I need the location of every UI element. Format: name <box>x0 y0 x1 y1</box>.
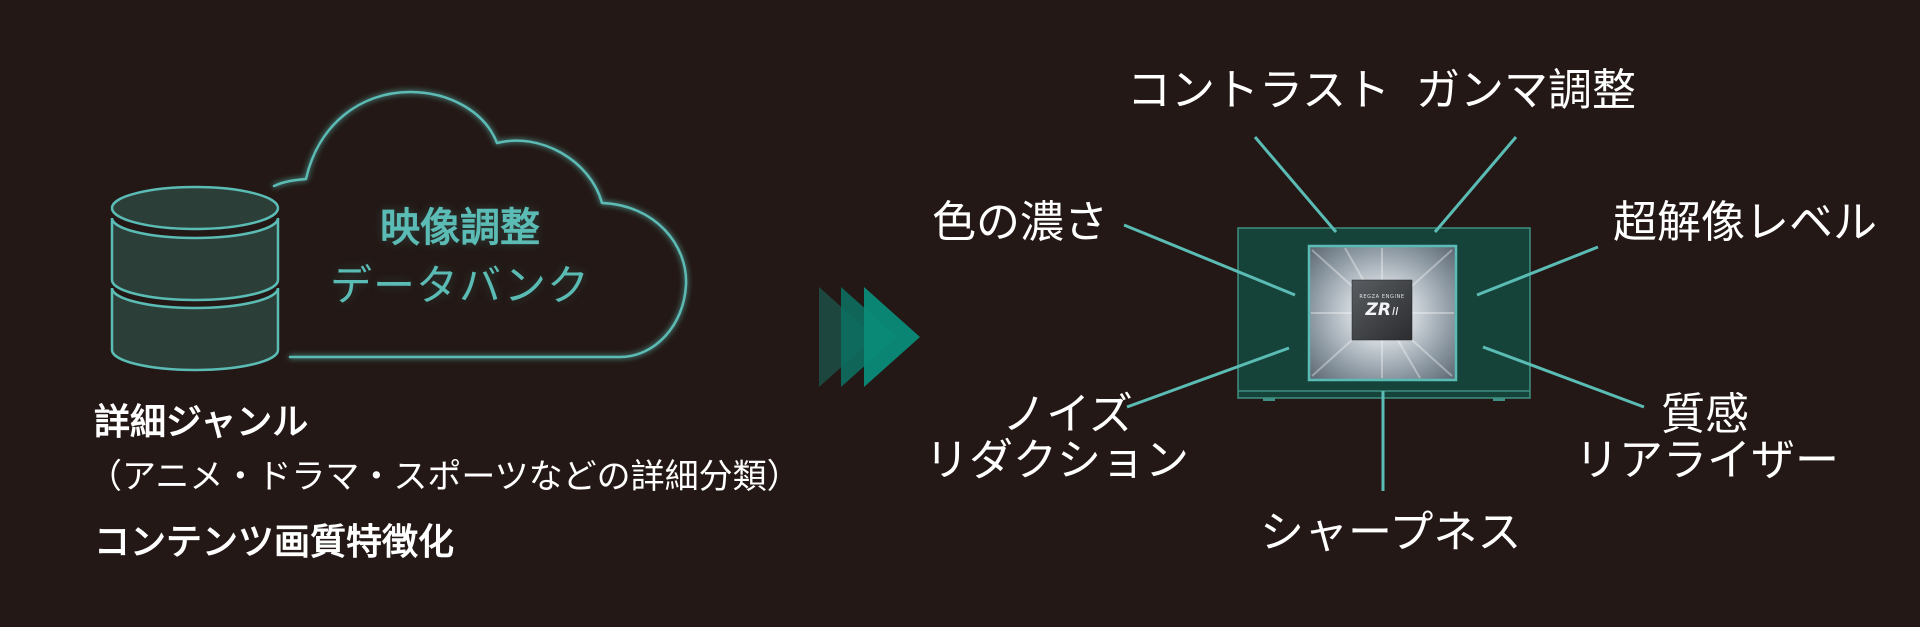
label-noise-line1: ノイズ <box>1002 389 1133 440</box>
label-texture-line1: 質感 <box>1661 389 1749 440</box>
label-sharpness: シャープネス <box>1260 507 1522 558</box>
genre-detail: （アニメ・ドラマ・スポーツなどの詳細分類） <box>88 457 801 497</box>
engine-brand: REGZA ENGINE <box>1359 294 1405 300</box>
cloud-icon <box>272 90 688 359</box>
engine-chip <box>1351 279 1413 341</box>
label-gamma: ガンマ調整 <box>1416 65 1636 116</box>
engine-model-name: ZR <box>1365 300 1391 320</box>
database-icon <box>110 185 280 372</box>
tv-icon <box>1237 227 1531 401</box>
label-super-resolution: 超解像レベル <box>1613 197 1877 248</box>
label-color-density: 色の濃さ <box>932 197 1108 248</box>
triple-chevron-right-icon <box>819 287 920 387</box>
engine-model-suffix: II <box>1391 305 1399 318</box>
genre-heading: 詳細ジャンル <box>94 402 309 443</box>
label-texture-line2: リアライザー <box>1575 435 1839 487</box>
label-texture-realizer: 質感 リアライザー <box>1575 389 1839 487</box>
label-noise-reduction: ノイズ リダクション <box>925 389 1189 487</box>
cloud-title-line1: 映像調整 <box>380 205 540 251</box>
label-noise-line2: リダクション <box>925 435 1189 487</box>
cloud-title-line2: データバンク <box>329 261 591 310</box>
leader-lines <box>1123 136 1645 491</box>
content-heading: コンテンツ画質特徴化 <box>94 522 455 563</box>
label-contrast: コントラスト <box>1127 65 1391 116</box>
engine-model: ZRII <box>1352 300 1412 320</box>
